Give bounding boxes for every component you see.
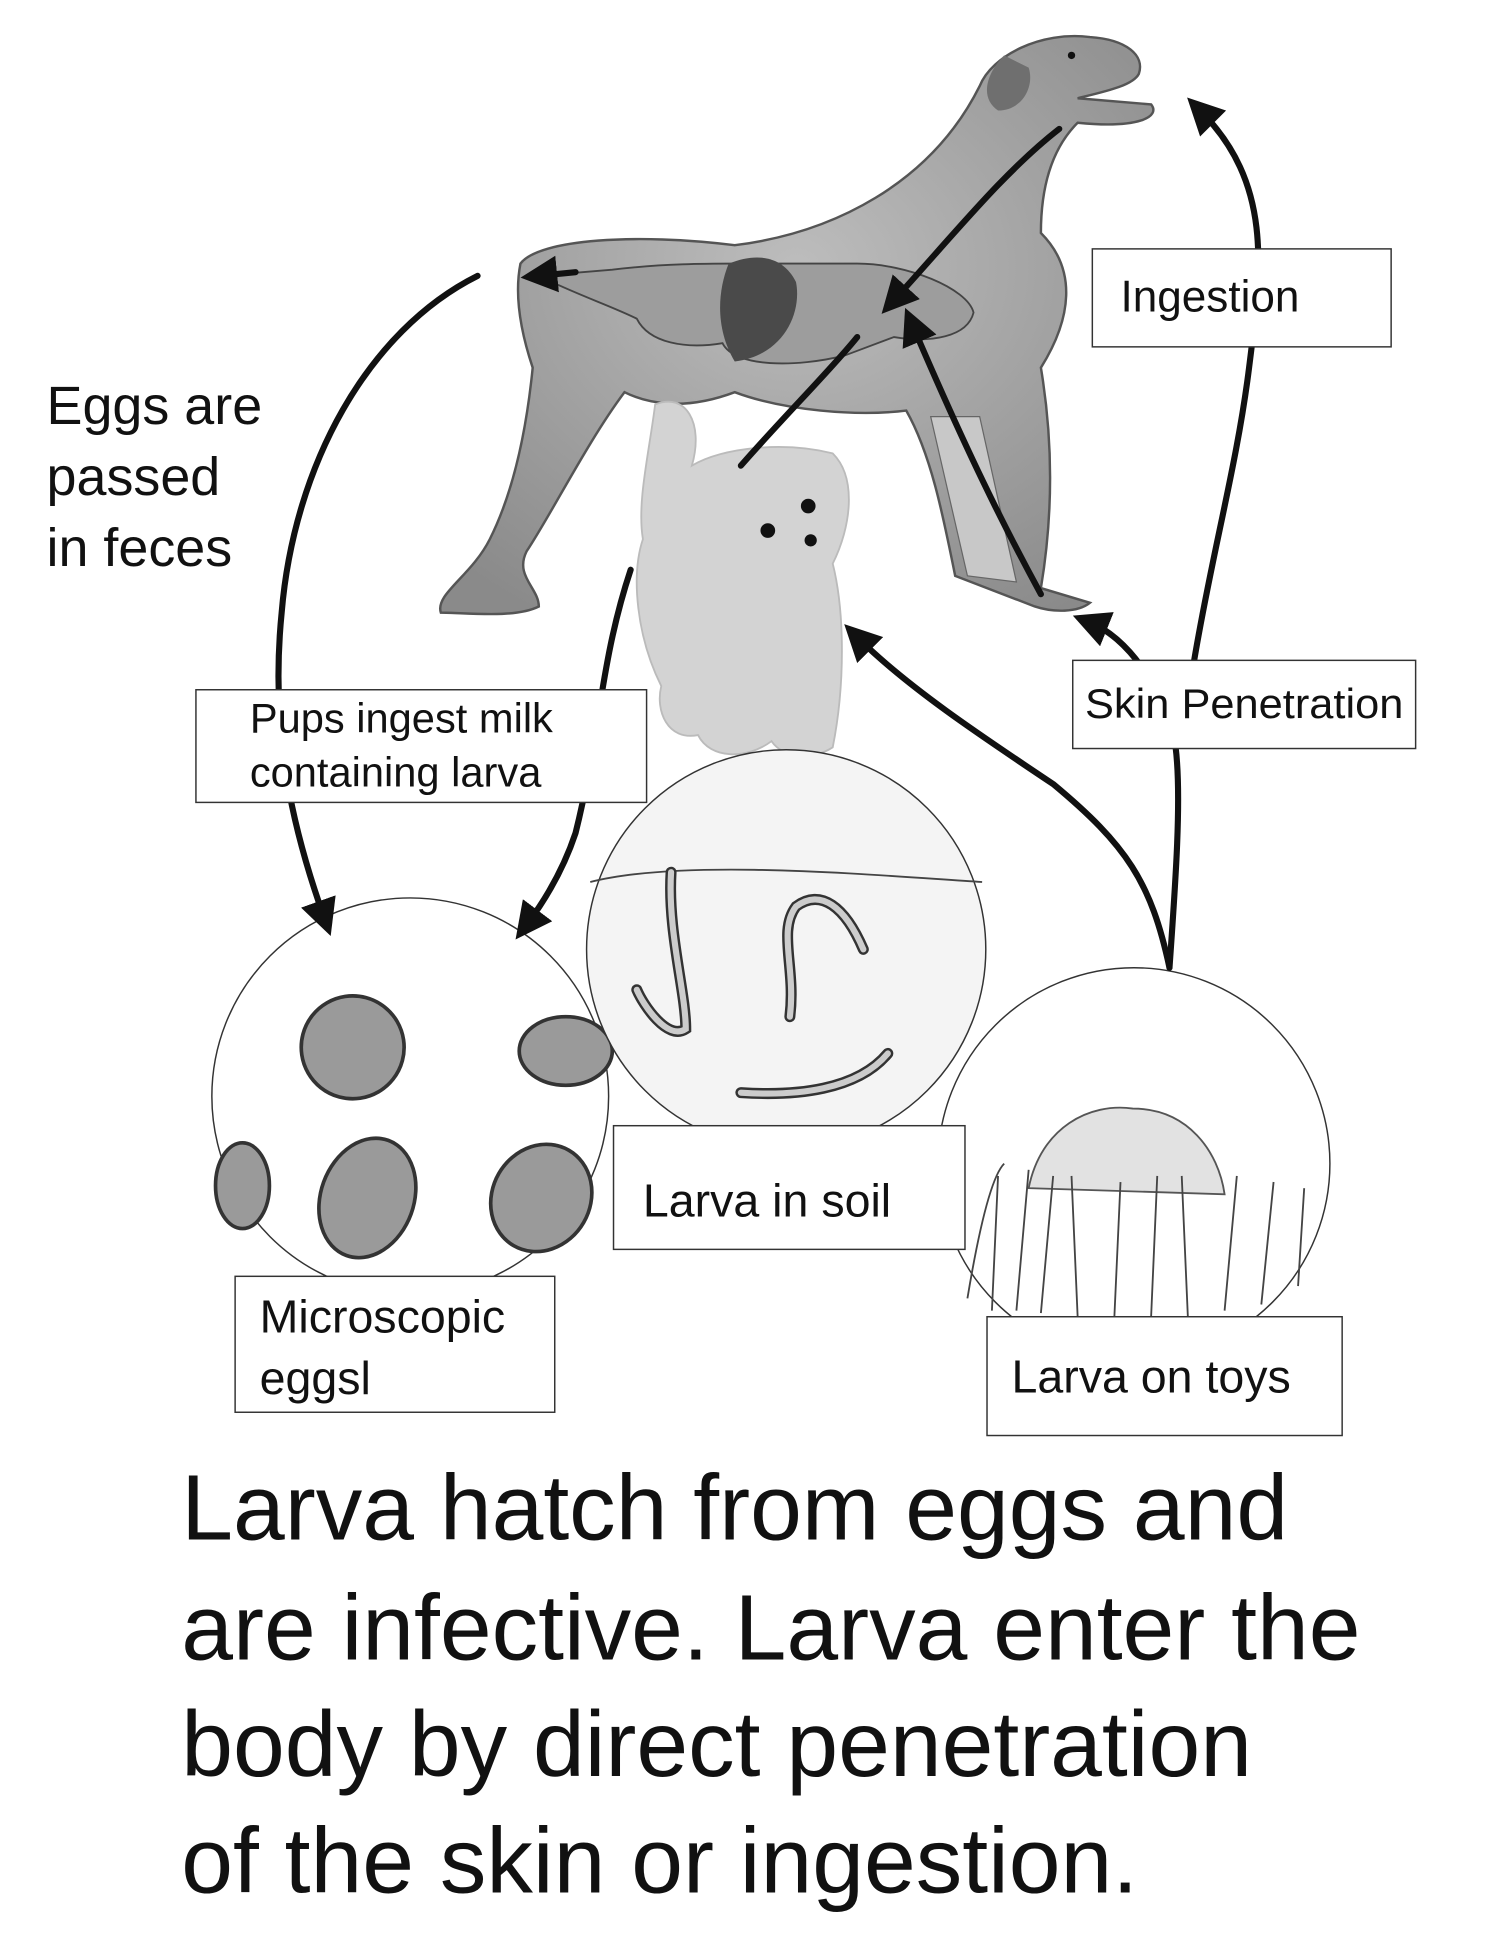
ball-toy-illustration: [1027, 1106, 1226, 1196]
microscopic-eggs-label-box: Microscopic eggsl: [234, 1275, 556, 1413]
lifecycle-arrows: [275, 97, 1262, 971]
pups-ingest-milk-label-box: Pups ingest milk containing larva: [195, 689, 648, 804]
ingestion-label-box: Ingestion: [1091, 248, 1392, 348]
grass-illustration: [966, 1163, 1306, 1317]
puppy-illustration: [635, 400, 850, 757]
svg-text:Microscopic eggsl: Microscopic eggsl: [260, 1291, 518, 1404]
dog-eye: [1067, 51, 1076, 60]
eggs-passed-label: Eggs are passed in feces: [47, 376, 278, 578]
microscopic-eggs-circle: [211, 897, 615, 1296]
caption-text: Larva hatch from eggs and are infective.…: [181, 1456, 1386, 1913]
svg-text:Skin Penetration: Skin Penetration: [1085, 680, 1403, 727]
svg-text:Larva on toys: Larva on toys: [1012, 1351, 1291, 1403]
larva-in-soil-label-box: Larva in soil: [612, 1124, 966, 1251]
larva-in-soil-circle: [585, 749, 987, 1150]
larva-on-toys-label-box: Larva on toys: [986, 1315, 1343, 1437]
dog-stomach-illustration: [720, 257, 798, 362]
svg-text:Ingestion: Ingestion: [1121, 272, 1300, 321]
skin-penetration-label-box: Skin Penetration: [1072, 659, 1417, 750]
larva-on-toys-circle: [937, 966, 1331, 1361]
svg-text:Larva in soil: Larva in soil: [643, 1174, 891, 1226]
dog-ear-icon: [986, 55, 1031, 111]
puppy-nose: [804, 534, 817, 547]
svg-text:Pups ingest milk contain: Pups ingest milk containing larva: [250, 695, 565, 796]
